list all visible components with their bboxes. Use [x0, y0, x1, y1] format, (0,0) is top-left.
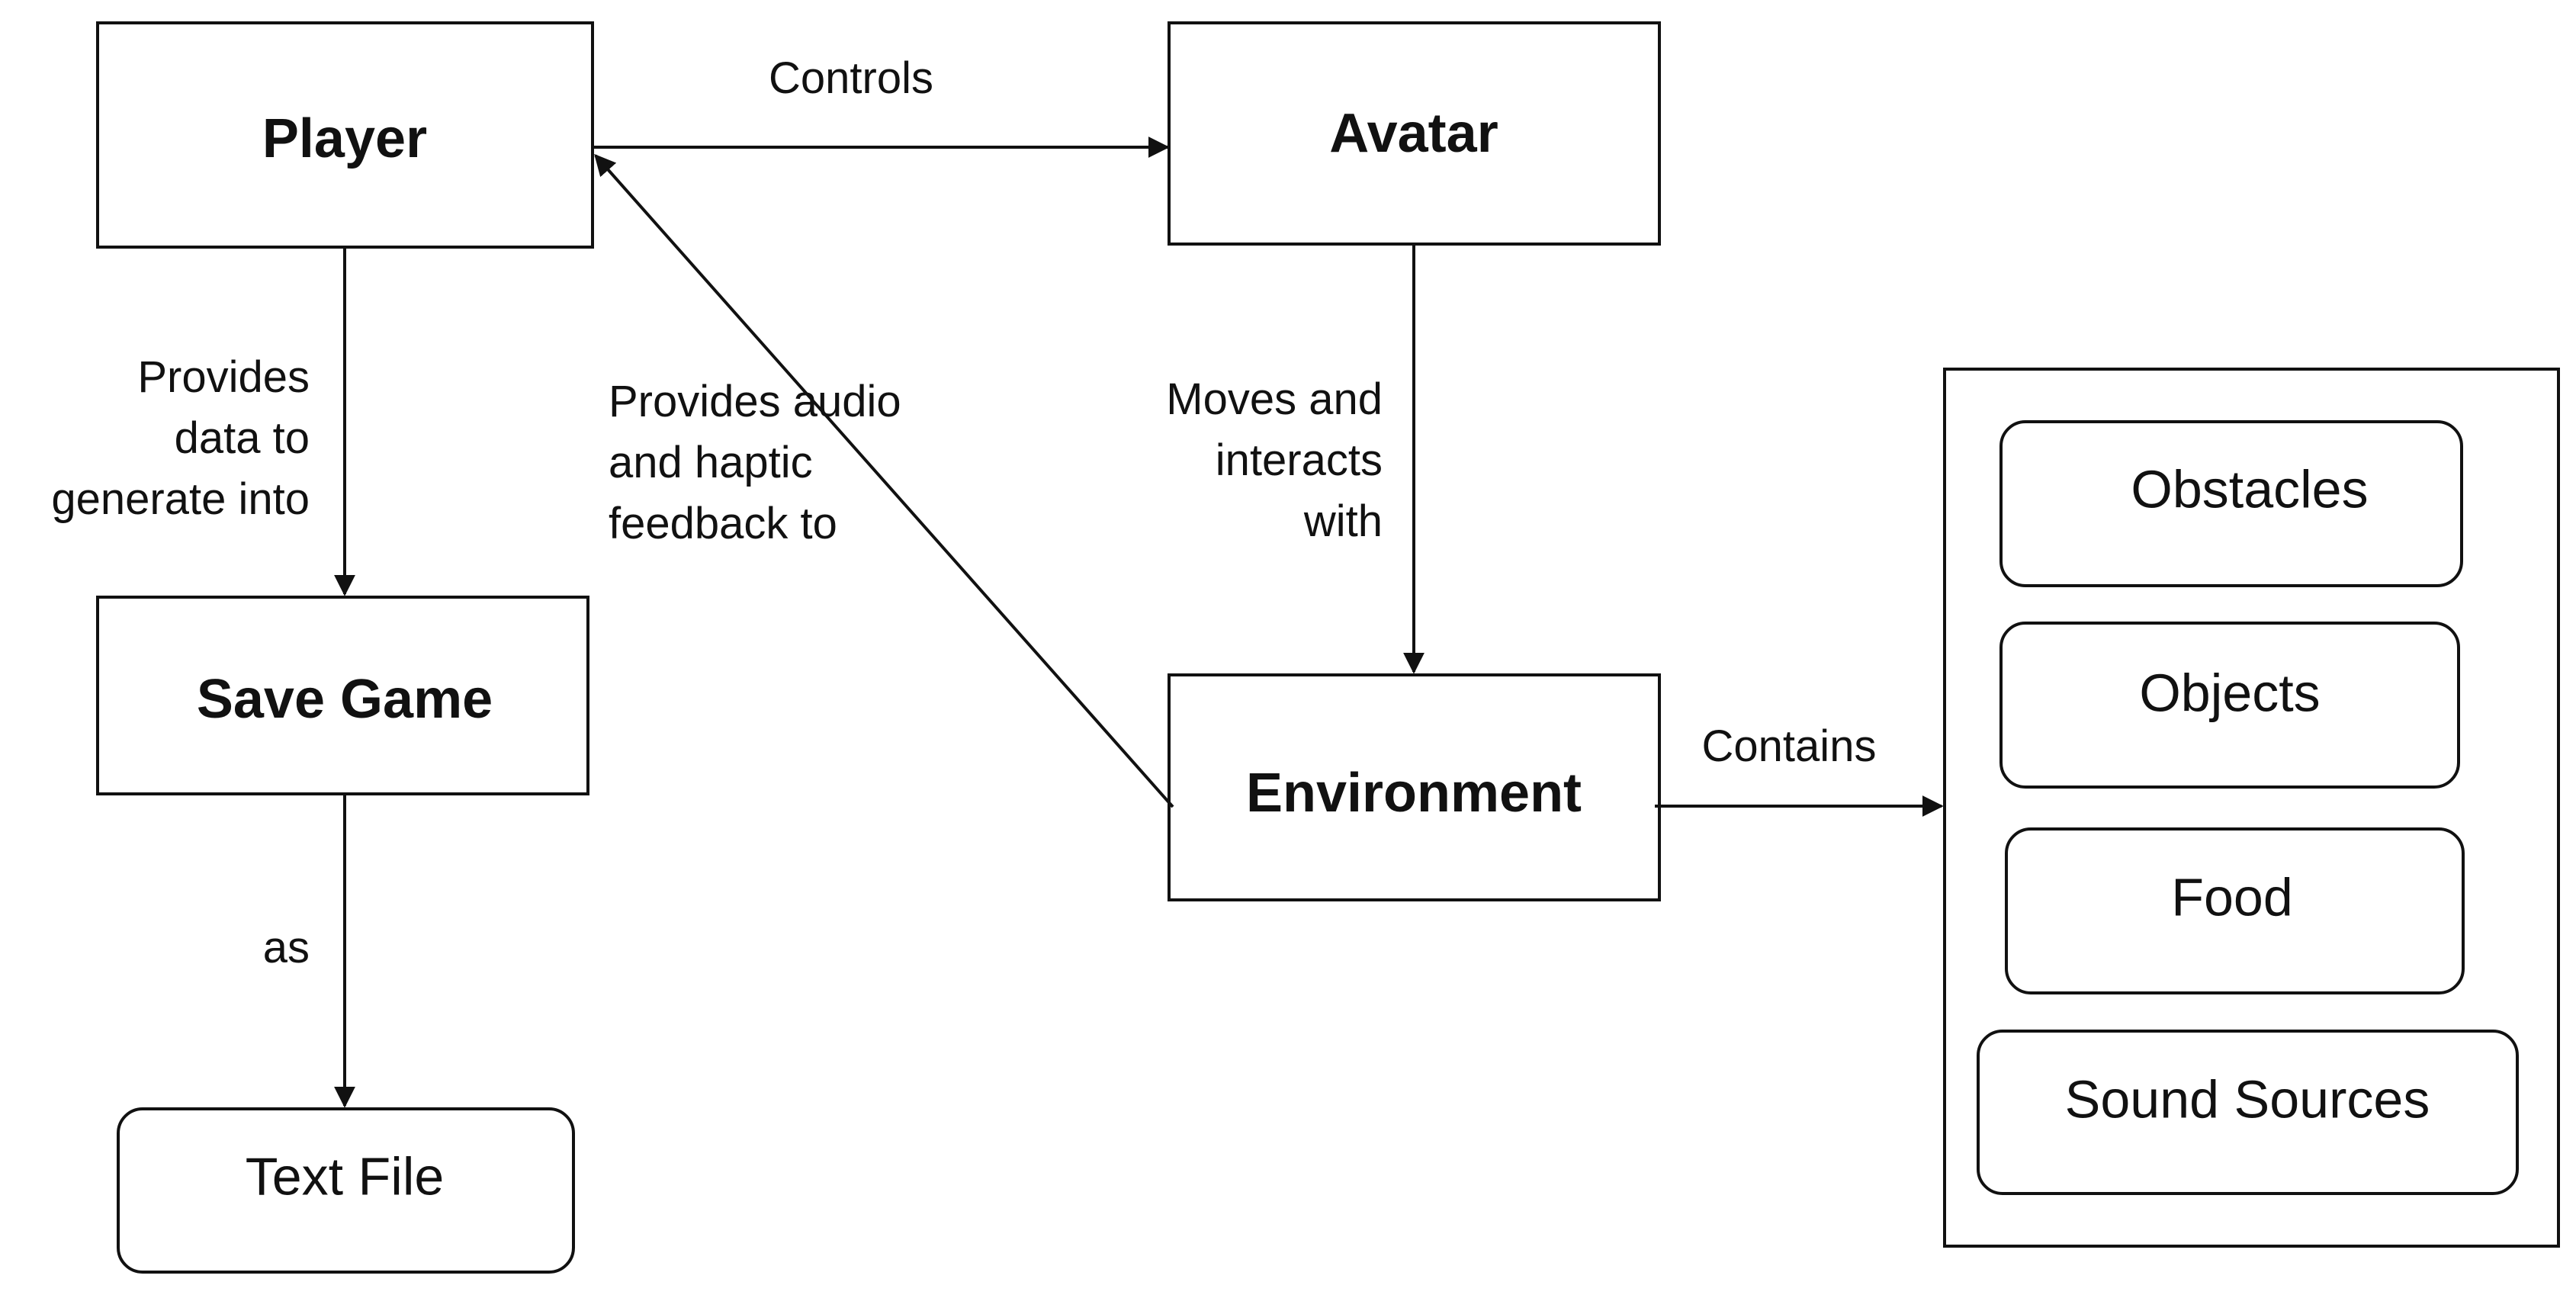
food-node[interactable]: Food [2005, 827, 2465, 994]
avatar-label: Avatar [1329, 103, 1498, 164]
as-label: as [263, 923, 310, 972]
moves-label-line3: with [1303, 496, 1383, 546]
environment-node[interactable]: Environment [1168, 673, 1661, 901]
save-game-node[interactable]: Save Game [96, 596, 589, 795]
provides-data-label-line1: Provides [137, 352, 310, 402]
feedback-label-line2: and haptic [609, 438, 813, 487]
moves-label-line2: interacts [1216, 435, 1383, 485]
provides-data-label-line2: data to [175, 413, 310, 463]
avatar-node[interactable]: Avatar [1168, 21, 1661, 246]
objects-label: Objects [2139, 663, 2320, 722]
sound-sources-node[interactable]: Sound Sources [1977, 1030, 2519, 1195]
player-label: Player [262, 108, 427, 169]
obstacles-node[interactable]: Obstacles [1999, 420, 2463, 587]
player-node[interactable]: Player [96, 21, 594, 249]
text-file-label: Text File [246, 1146, 445, 1206]
provides-data-label-line3: generate into [51, 474, 310, 524]
feedback-label-line1: Provides audio [609, 377, 901, 426]
text-file-node[interactable]: Text File [117, 1107, 575, 1274]
save-game-label: Save Game [197, 669, 493, 730]
environment-label: Environment [1246, 763, 1582, 824]
edge-moves: Moves and interacts with [1166, 246, 1425, 674]
edge-feedback: Provides audio and haptic feedback to [594, 153, 1174, 808]
objects-node[interactable]: Objects [1999, 622, 2460, 789]
edge-as: as [263, 795, 355, 1108]
moves-label-line1: Moves and [1166, 374, 1383, 424]
controls-label: Controls [769, 53, 933, 103]
feedback-label-line3: feedback to [609, 499, 837, 548]
edge-provides-data: Provides data to generate into [51, 249, 355, 596]
contains-label: Contains [1702, 721, 1877, 771]
obstacles-label: Obstacles [2131, 459, 2368, 519]
feedback-arrow [594, 153, 1174, 808]
food-label: Food [2171, 867, 2293, 927]
sound-sources-label: Sound Sources [2065, 1069, 2430, 1129]
edge-contains: Contains [1655, 721, 1944, 817]
edge-controls: Controls [591, 53, 1170, 158]
